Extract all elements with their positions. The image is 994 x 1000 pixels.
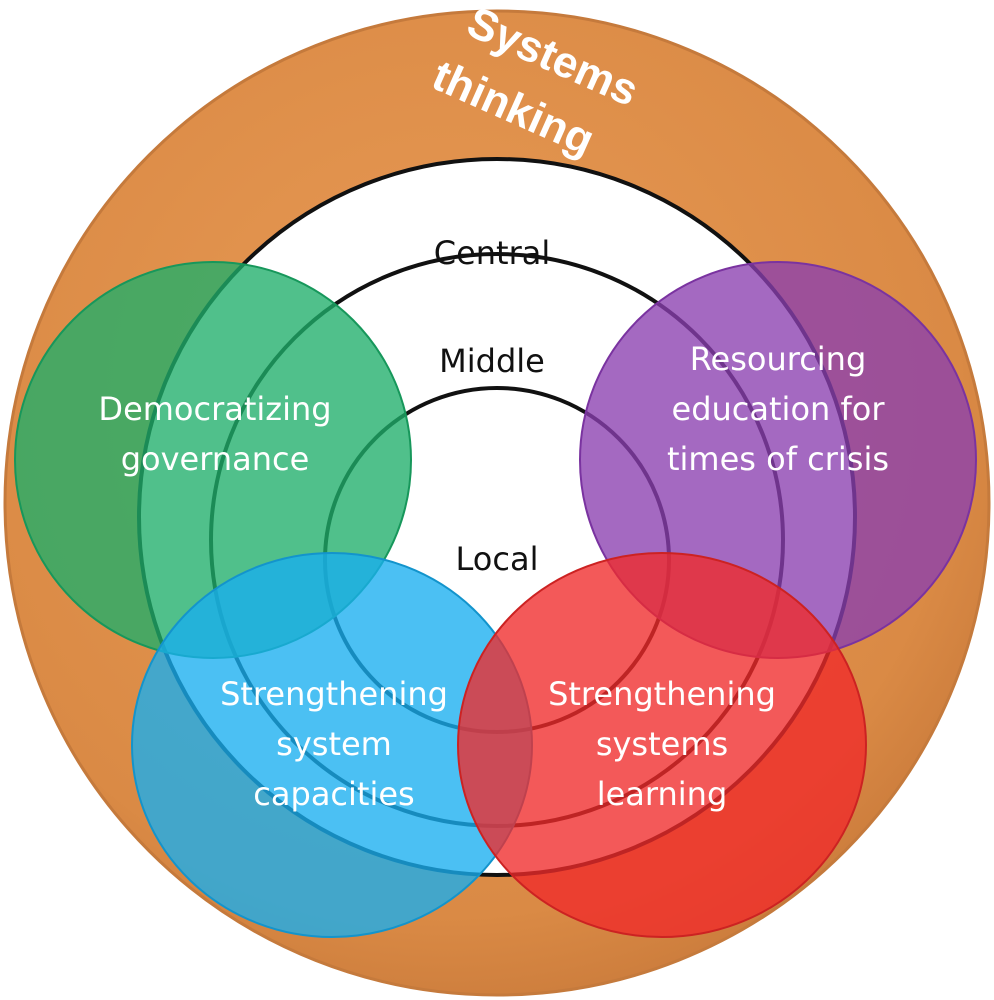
theme-label-resourcing-line-1: Resourcing xyxy=(690,340,867,378)
theme-circle-learning xyxy=(457,552,867,938)
theme-label-governance-line-1: Democratizing xyxy=(98,390,331,428)
theme-label-learning: Strengthening systems learning xyxy=(548,675,776,813)
theme-label-governance-line-2: governance xyxy=(121,440,310,478)
theme-label-learning-line-2: systems xyxy=(596,725,728,763)
theme-label-capacities-line-2: system xyxy=(276,725,392,763)
theme-label-resourcing-line-2: education for xyxy=(672,390,886,428)
theme-label-resourcing-line-3: times of crisis xyxy=(667,440,889,478)
ring-label-local: Local xyxy=(456,540,539,578)
theme-label-capacities: Strengthening system capacities xyxy=(220,675,448,813)
ring-label-middle: Middle xyxy=(439,342,545,380)
theme-label-capacities-line-1: Strengthening xyxy=(220,675,448,713)
theme-label-resourcing: Resourcing education for times of crisis xyxy=(667,340,889,478)
theme-label-learning-line-3: learning xyxy=(597,775,728,813)
theme-label-governance: Democratizing governance xyxy=(98,390,331,478)
ring-label-central: Central xyxy=(434,234,551,272)
theme-label-learning-line-1: Strengthening xyxy=(548,675,776,713)
theme-label-capacities-line-3: capacities xyxy=(253,775,414,813)
